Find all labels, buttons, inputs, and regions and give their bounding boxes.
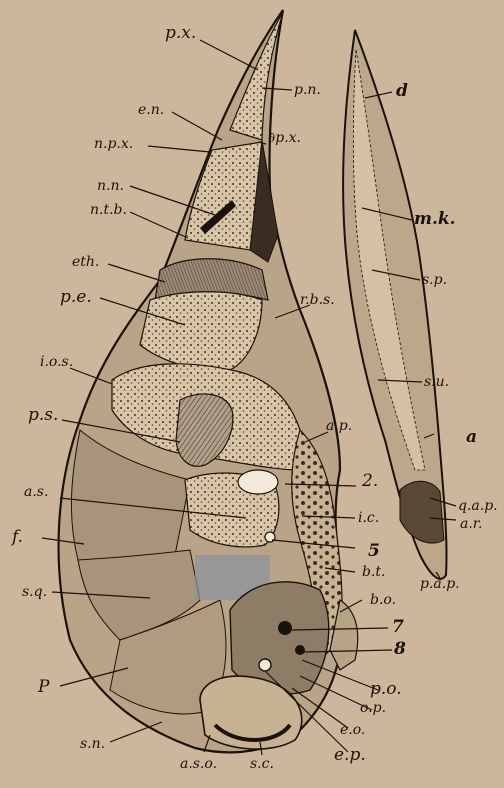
label-ios: i.o.s. — [40, 354, 73, 370]
label-pap: p.a.p. — [420, 576, 460, 592]
label-ntb: n.t.b. — [90, 202, 127, 218]
foramen-7 — [278, 621, 292, 635]
label-d: d — [396, 81, 408, 101]
label-5: 5 — [368, 541, 380, 561]
label-npx: n.p.x. — [94, 136, 133, 152]
label-ic: i.c. — [358, 510, 379, 526]
premaxilla — [230, 12, 283, 140]
label-px: p.x. — [165, 23, 196, 43]
label-rbs: r.b.s. — [300, 292, 335, 308]
label-pn: p.n. — [294, 82, 321, 98]
label-ps: p.s. — [28, 405, 58, 425]
label-po: p.o. — [370, 679, 402, 699]
label-ar: a.r. — [460, 516, 482, 532]
label-sq: s.q. — [22, 584, 47, 600]
label-en: e.n. — [138, 102, 164, 118]
label-as: a.s. — [24, 484, 48, 500]
label-pe: p.e. — [60, 287, 92, 307]
label-su: s.u. — [424, 374, 449, 390]
label-eth: eth. — [72, 254, 99, 270]
label-8: 8 — [393, 639, 406, 659]
label-bo: b.o. — [370, 592, 396, 608]
epiotic-foramen — [259, 659, 271, 671]
label-f: f. — [10, 527, 23, 547]
label-bt: b.t. — [362, 564, 386, 580]
label-qap: q.a.p. — [458, 498, 498, 514]
label-nn: n.n. — [97, 178, 124, 194]
label-op: o.p. — [360, 700, 386, 716]
label-aso: a.s.o. — [180, 756, 217, 772]
label-eo: e.o. — [340, 722, 365, 738]
label-sn: s.n. — [80, 736, 105, 752]
label-7: 7 — [392, 617, 404, 637]
label-ap: a.p. — [326, 418, 352, 434]
nasal-region — [185, 142, 262, 250]
label-mk: m.k. — [414, 209, 456, 229]
label-sp: s.p. — [422, 272, 447, 288]
label-dpx: ∂p.x. — [268, 130, 301, 146]
foramen-8 — [295, 645, 305, 655]
label-p: P — [37, 677, 50, 697]
foramen-2 — [238, 470, 278, 494]
label-sc: s.c. — [250, 756, 274, 772]
label-2: 2. — [361, 471, 378, 491]
label-a: a — [466, 427, 477, 447]
articular-region — [400, 481, 444, 543]
label-ep: e.p. — [334, 745, 366, 765]
